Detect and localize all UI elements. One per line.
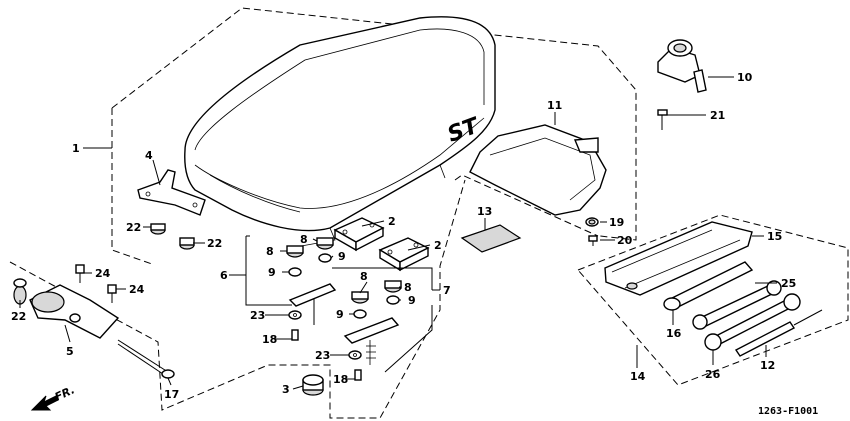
lower-group-outline (9, 179, 466, 419)
callout-16: 16 (666, 327, 682, 340)
bolt-24-a (75, 264, 85, 283)
spanner-26 (704, 293, 801, 351)
callout-25: 25 (781, 277, 796, 290)
callout-22a: 22 (126, 221, 141, 234)
callout-12: 12 (760, 359, 775, 372)
nut-22-b (179, 237, 195, 250)
callout-24b: 24 (129, 283, 145, 296)
callout-2a: 2 (388, 215, 396, 228)
callout-14: 14 (630, 370, 646, 383)
callout-3: 3 (282, 383, 290, 396)
callout-9a: 9 (268, 266, 276, 279)
washer-9-c (353, 309, 367, 319)
nut-19 (585, 217, 599, 227)
cushion-8-c (351, 291, 369, 304)
rubber-block-2-b (378, 237, 430, 272)
label-plate-13 (460, 224, 522, 253)
bolt-24-b (107, 284, 117, 303)
nut-22-a (150, 223, 166, 235)
washer-9-b (318, 253, 332, 263)
hinge-pin-17 (117, 339, 175, 379)
callout-9d: 9 (408, 294, 416, 307)
bracket-7-outline (332, 267, 433, 373)
spanner-25 (692, 280, 782, 330)
callout-15: 15 (767, 230, 782, 243)
bolt-18-b (354, 369, 362, 381)
callout-11: 11 (547, 99, 562, 112)
leader-lines (19, 76, 777, 390)
washer-9-a (288, 267, 302, 277)
tool-bag-15 (604, 221, 753, 296)
seat-lock-10 (657, 39, 707, 93)
callout-17: 17 (164, 388, 179, 401)
washer-23-a (288, 310, 302, 320)
hinge-bracket-5 (29, 284, 120, 339)
front-direction-label: FR. (53, 383, 77, 403)
callout-2b: 2 (434, 239, 442, 252)
callout-22c: 22 (11, 310, 26, 323)
callout-10: 10 (737, 71, 753, 84)
hinge-plate-7 (343, 317, 400, 365)
cushion-8-d (384, 280, 402, 293)
callout-4: 4 (145, 149, 153, 162)
callout-7: 7 (443, 284, 451, 297)
nut-22-c (13, 278, 27, 305)
seat: ST (184, 16, 496, 249)
callout-8a: 8 (266, 245, 274, 258)
callout-9c: 9 (336, 308, 344, 321)
seat-bracket (137, 169, 206, 216)
callout-19: 19 (609, 216, 624, 229)
callout-8c: 8 (360, 270, 368, 283)
cushion-8-b (316, 237, 334, 250)
screwdriver-12 (734, 309, 823, 357)
cushion-8-a (286, 245, 304, 258)
callout-8d: 8 (404, 281, 412, 294)
screw-21 (657, 109, 668, 130)
washer-23-b (348, 350, 362, 360)
callout-21: 21 (710, 109, 725, 122)
callout-labels: 1 2 2 3 4 5 6 7 8 8 8 8 9 9 9 9 10 11 12… (11, 71, 796, 401)
plug-3 (302, 374, 324, 396)
socket-wrench-16 (663, 261, 754, 311)
callout-24a: 24 (95, 267, 111, 280)
hinge-plate-6 (288, 283, 337, 325)
callout-26: 26 (705, 368, 721, 381)
callout-13: 13 (477, 205, 492, 218)
storage-box-11 (469, 124, 607, 216)
callout-9b: 9 (338, 250, 346, 263)
figure-code: 1263-F1001 (758, 406, 818, 417)
callout-18b: 18 (333, 373, 348, 386)
callout-1: 1 (72, 142, 80, 155)
callout-18a: 18 (262, 333, 277, 346)
seat-group-outline (111, 7, 637, 265)
callout-20: 20 (617, 234, 633, 247)
front-direction-arrow: FR. (30, 383, 77, 411)
tool-group-outline (577, 214, 849, 386)
callout-8b: 8 (300, 233, 308, 246)
callout-22b: 22 (207, 237, 222, 250)
bolt-18-a (291, 329, 299, 341)
callout-23b: 23 (315, 349, 330, 362)
bracket-6-outline (245, 235, 292, 306)
washer-9-d (386, 295, 400, 305)
callout-23a: 23 (250, 309, 265, 322)
callout-6: 6 (220, 269, 228, 282)
bolt-20 (588, 235, 598, 246)
callout-5: 5 (66, 345, 74, 358)
